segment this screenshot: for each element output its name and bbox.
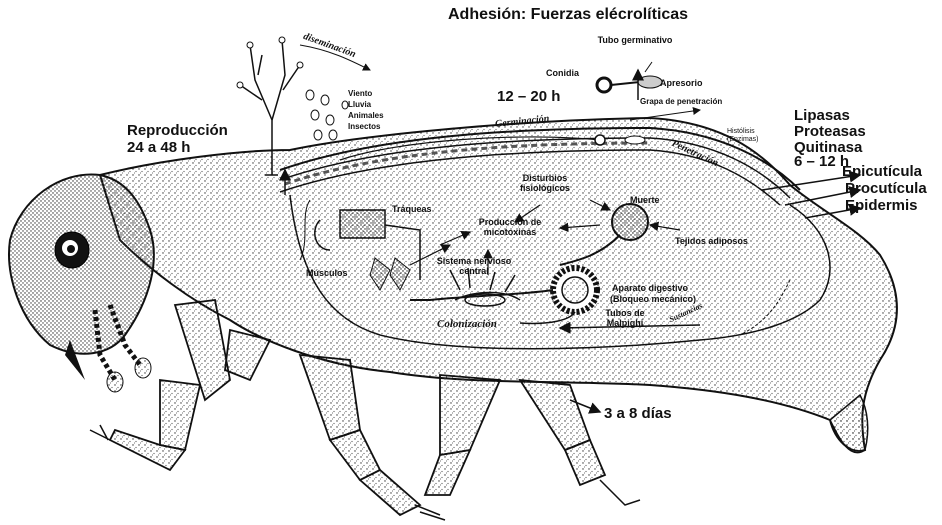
label-tubo-germinativo: Tubo germinativo xyxy=(595,35,675,46)
label-muerte: Muerte xyxy=(630,195,660,205)
insect-body xyxy=(100,118,897,451)
enzimas-text: (Enzimas) xyxy=(727,136,759,144)
label-colonizacion: Colonización xyxy=(437,318,497,330)
label-musculos: Músculos xyxy=(306,268,348,278)
enzyme-lipasas: Lipasas xyxy=(794,108,866,124)
label-penetracion-tiempo: 6 – 12 h xyxy=(794,153,849,170)
label-enzyme-list: Lipasas Proteasas Quitinasa xyxy=(794,108,866,156)
label-epidermis: Epidermis xyxy=(845,197,918,214)
label-dispersal-list: Viento Lluvia Animales Insectos xyxy=(348,88,384,132)
label-tubos-malpighi: Tubos de Malpighi xyxy=(600,308,650,328)
label-procuticula: Procutícula xyxy=(845,180,927,197)
fat-body xyxy=(612,204,648,240)
histolisis-text: Histólisis xyxy=(727,128,759,136)
spores xyxy=(306,90,348,140)
label-sistema-nervioso: Sistema nervioso central xyxy=(434,256,514,276)
label-apresorio: Apresorio xyxy=(660,78,703,88)
label-reproduccion: Reproducción xyxy=(127,122,228,139)
enzyme-proteasas: Proteasas xyxy=(794,124,866,140)
label-disturbios: Disturbios fisiológicos xyxy=(510,173,580,193)
conidia-spore xyxy=(597,78,611,92)
label-bloqueo: (Bloqueo mecánico) xyxy=(610,294,696,304)
dispersal-lluvia: Lluvia xyxy=(348,99,384,110)
label-produccion-micotoxinas: Producción de micotoxinas xyxy=(470,217,550,237)
dispersal-animales: Animales xyxy=(348,110,384,121)
label-reproduccion-tiempo: 24 a 48 h xyxy=(127,139,190,156)
dispersal-viento: Viento xyxy=(348,88,384,99)
dispersal-insectos: Insectos xyxy=(348,121,384,132)
label-colonizacion-tiempo: 3 a 8 días xyxy=(604,405,672,422)
label-tejidos: Tejidos adiposos xyxy=(675,236,748,246)
label-epicuticula: Epicutícula xyxy=(842,163,922,180)
label-aparato-digestivo: Aparato digestivo xyxy=(612,283,688,293)
digestive-tract xyxy=(553,268,597,312)
label-traqueas: Tráqueas xyxy=(392,204,432,214)
label-conidia: Conidia xyxy=(546,68,579,78)
label-histolisis: Histólisis (Enzimas) xyxy=(727,128,759,144)
label-grapa: Grapa de penetración xyxy=(640,97,722,106)
diagram-title: Adhesión: Fuerzas elécrolíticas xyxy=(448,6,688,24)
label-germinacion-tiempo: 12 – 20 h xyxy=(497,88,560,105)
